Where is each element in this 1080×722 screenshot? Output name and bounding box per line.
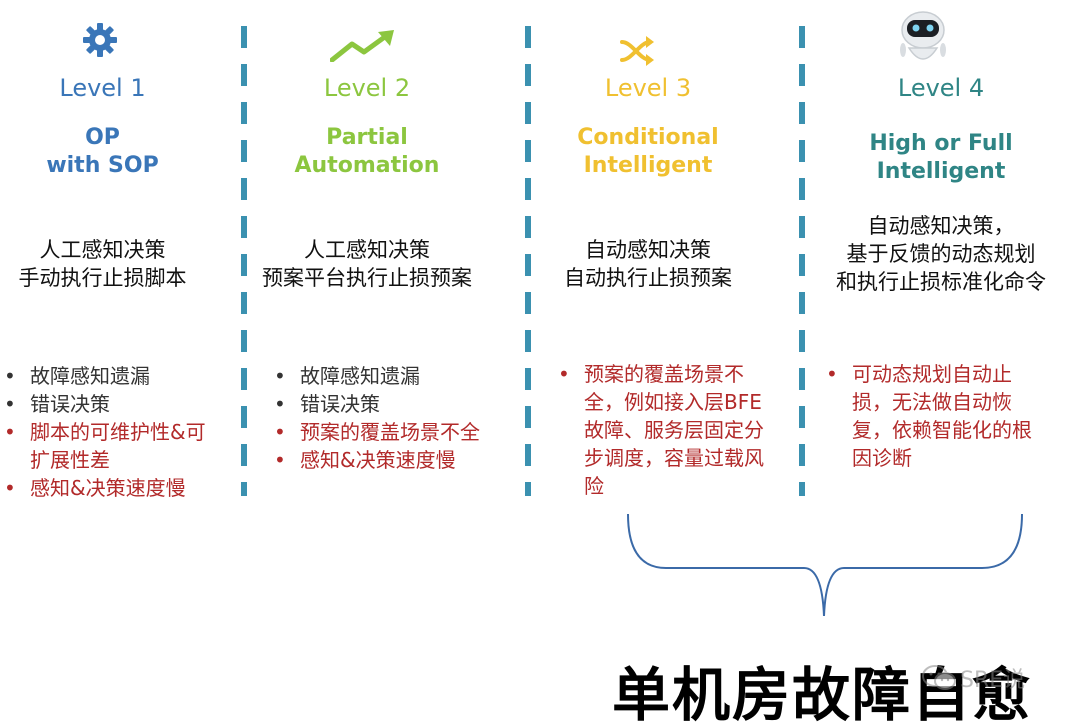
subtitle-line: Automation <box>294 153 440 178</box>
subtitle-line: Intelligent <box>583 153 713 178</box>
footer-title: 单机房故障自愈 <box>612 661 1033 722</box>
subtitle-line: Intelligent <box>876 159 1006 184</box>
wechat-watermark: SRE说 <box>922 662 1025 694</box>
level-label: Level 4 <box>897 74 985 102</box>
description-line: 自动执行止损预案 <box>564 266 732 290</box>
gear-icon <box>83 23 117 57</box>
issue-item: •感知&决策速度慢 <box>4 476 186 500</box>
issue-item: •预案的覆盖场景不全，例如接入层BFE故障、服务层固定分步调度，容量过载风险 <box>558 362 764 498</box>
grouping-brace <box>627 513 1023 617</box>
issue-item: •预案的覆盖场景不全 <box>274 420 480 444</box>
description-line: 基于反馈的动态规划 <box>846 242 1036 266</box>
level-description: 人工感知决策 手动执行止损脚本 <box>0 236 205 292</box>
shuffle-icon <box>620 36 654 66</box>
issue-item: •可动态规划自动止损，无法做自动恢复，依赖智能化的根因诊断 <box>826 362 1032 470</box>
issue-text: 错误决策 <box>300 392 380 416</box>
issue-item: •脚本的可维护性&可扩展性差 <box>4 420 206 472</box>
subtitle-line: Partial <box>326 125 408 150</box>
issue-item: •错误决策 <box>274 392 380 416</box>
issue-item: •感知&决策速度慢 <box>274 448 456 472</box>
description-line: 预案平台执行止损预案 <box>262 266 472 290</box>
issue-text: 感知&决策速度慢 <box>30 476 186 500</box>
level-description: 自动感知决策 自动执行止损预案 <box>532 236 764 292</box>
column-divider <box>799 26 805 496</box>
issue-text: 错误决策 <box>30 392 110 416</box>
level-2-column: Level 2 Partial Automation 人工感知决策 预案平台执行… <box>248 0 486 520</box>
issue-list: •可动态规划自动止损，无法做自动恢复，依赖智能化的根因诊断 <box>822 360 1048 472</box>
level-subtitle: OP with SOP <box>0 124 205 180</box>
level-3-column: Level 3 Conditional Intelligent 自动感知决策 自… <box>532 0 764 520</box>
level-4-column: Level 4 High or Full Intelligent 自动感知决策，… <box>806 0 1076 520</box>
description-line: 人工感知决策 <box>39 238 166 262</box>
level-1-column: Level 1 OP with SOP 人工感知决策 手动执行止损脚本 •故障感… <box>0 0 206 520</box>
level-label: Level 1 <box>59 74 146 102</box>
issue-item: •故障感知遗漏 <box>4 364 150 388</box>
issue-text: 脚本的可维护性&可扩展性差 <box>30 420 206 472</box>
subtitle-line: Conditional <box>577 125 719 150</box>
level-label: Level 2 <box>323 74 411 102</box>
trend-up-icon <box>330 30 394 62</box>
issue-list: •预案的覆盖场景不全，例如接入层BFE故障、服务层固定分步调度，容量过载风险 <box>554 360 780 500</box>
description-line: 自动感知决策 <box>585 238 711 262</box>
level-subtitle: Conditional Intelligent <box>532 124 764 180</box>
issue-text: 感知&决策速度慢 <box>300 448 456 472</box>
issue-list: •故障感知遗漏 •错误决策 •预案的覆盖场景不全 •感知&决策速度慢 <box>270 362 520 474</box>
issue-text: 可动态规划自动止损，无法做自动恢复，依赖智能化的根因诊断 <box>852 362 1032 470</box>
column-divider <box>525 26 531 496</box>
issue-text: 故障感知遗漏 <box>30 364 150 388</box>
wechat-icon <box>922 665 956 690</box>
description-line: 和执行止损标准化命令 <box>836 270 1046 294</box>
description-line: 手动执行止损脚本 <box>18 266 187 290</box>
issue-list: •故障感知遗漏 •错误决策 •脚本的可维护性&可扩展性差 •感知&决策速度慢 <box>0 362 222 502</box>
subtitle-line: OP <box>85 125 120 150</box>
column-divider <box>241 26 247 496</box>
issue-text: 预案的覆盖场景不全 <box>300 420 480 444</box>
description-line: 自动感知决策， <box>867 214 1015 238</box>
robot-icon <box>900 11 946 60</box>
description-line: 人工感知决策 <box>304 238 430 262</box>
level-subtitle: High or Full Intelligent <box>806 130 1076 186</box>
level-description: 自动感知决策， 基于反馈的动态规划 和执行止损标准化命令 <box>806 212 1076 296</box>
watermark-text: SRE说 <box>960 668 1026 693</box>
issue-text: 故障感知遗漏 <box>300 364 420 388</box>
level-subtitle: Partial Automation <box>248 124 486 180</box>
subtitle-line: with SOP <box>46 153 159 178</box>
subtitle-line: High or Full <box>869 131 1013 156</box>
level-description: 人工感知决策 预案平台执行止损预案 <box>248 236 486 292</box>
issue-text: 预案的覆盖场景不全，例如接入层BFE故障、服务层固定分步调度，容量过载风险 <box>584 362 764 498</box>
level-label: Level 3 <box>604 74 692 102</box>
issue-item: •错误决策 <box>4 392 110 416</box>
issue-item: •故障感知遗漏 <box>274 364 420 388</box>
